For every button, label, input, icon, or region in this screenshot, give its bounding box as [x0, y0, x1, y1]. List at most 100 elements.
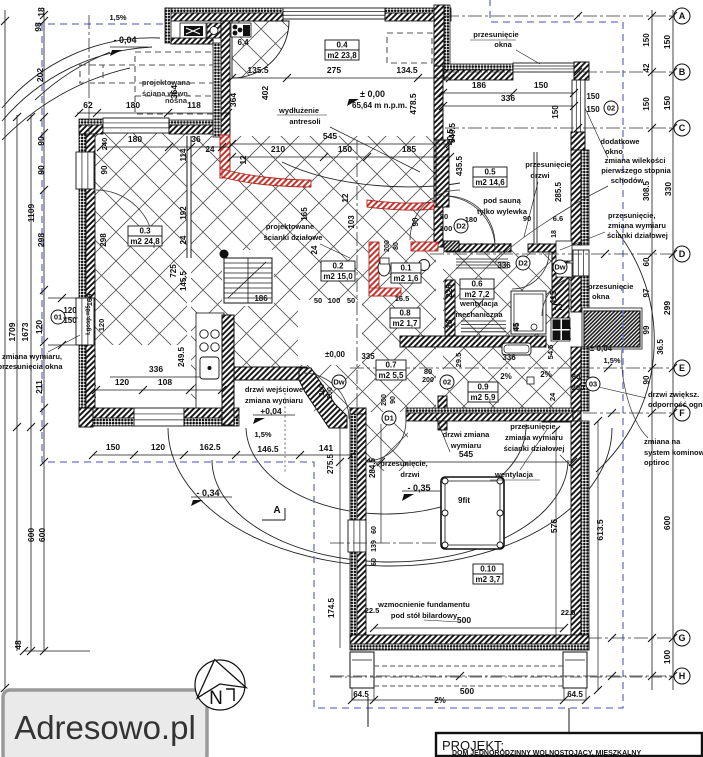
svg-text:przesunięcia okna: przesunięcia okna [0, 362, 63, 371]
svg-text:18: 18 [551, 230, 558, 238]
svg-text:przesunięcie: przesunięcie [588, 282, 633, 291]
svg-text:6.6: 6.6 [553, 214, 563, 223]
svg-text:150: 150 [551, 105, 560, 119]
svg-text:projektowane: projektowane [266, 222, 314, 231]
svg-text:180: 180 [128, 134, 142, 144]
svg-text:D2: D2 [518, 259, 528, 268]
svg-text:135.5: 135.5 [247, 65, 269, 75]
svg-text:zmiana na: zmiana na [644, 437, 681, 446]
svg-text:200: 200 [384, 240, 391, 252]
svg-text:wydłużenie: wydłużenie [278, 106, 319, 115]
svg-text:50: 50 [347, 296, 355, 305]
svg-text:576: 576 [549, 519, 559, 533]
svg-text:nośna: nośna [165, 96, 188, 105]
svg-text:24: 24 [179, 235, 188, 244]
svg-text:65,64 m n.p.m.: 65,64 m n.p.m. [352, 101, 407, 110]
svg-text:60: 60 [642, 257, 651, 266]
svg-text:Dw: Dw [333, 378, 344, 387]
svg-text:m2 3,7: m2 3,7 [476, 575, 501, 584]
svg-text:90: 90 [100, 165, 109, 174]
svg-text:zmiana wymiaru,: zmiana wymiaru, [2, 352, 62, 361]
svg-text:275: 275 [327, 65, 341, 75]
svg-text:336: 336 [497, 261, 511, 270]
svg-text:613.5: 613.5 [595, 519, 605, 541]
svg-text:150: 150 [586, 105, 600, 114]
svg-text:1109: 1109 [26, 204, 36, 223]
svg-text:0.5: 0.5 [484, 168, 496, 177]
svg-text:114: 114 [179, 148, 188, 161]
svg-text:364: 364 [169, 85, 179, 99]
svg-text:projektowana: projektowana [142, 78, 191, 87]
svg-text:40.5: 40.5 [445, 128, 455, 145]
svg-text:G: G [678, 633, 685, 643]
svg-text:200: 200 [440, 224, 453, 233]
svg-text:150: 150 [63, 316, 77, 325]
svg-text:m2 14,6: m2 14,6 [475, 178, 505, 187]
svg-text:90: 90 [523, 214, 531, 223]
svg-text:200: 200 [572, 383, 585, 392]
svg-text:2%: 2% [540, 370, 552, 379]
svg-text:m2 15,0: m2 15,0 [323, 272, 353, 281]
svg-text:24: 24 [310, 245, 319, 254]
svg-text:80: 80 [393, 242, 400, 250]
svg-text:64.5: 64.5 [567, 690, 583, 699]
svg-text:150: 150 [642, 33, 651, 47]
svg-text:150: 150 [106, 442, 120, 452]
svg-text:120: 120 [63, 306, 77, 315]
svg-text:02: 02 [443, 378, 451, 387]
svg-text:118: 118 [187, 100, 201, 110]
svg-text:okna: okna [592, 292, 610, 301]
svg-text:01: 01 [54, 313, 62, 322]
svg-text:145.5: 145.5 [179, 270, 188, 291]
svg-text:120: 120 [34, 320, 44, 334]
svg-text:18: 18 [36, 7, 46, 17]
svg-text:9fit: 9fit [458, 496, 470, 505]
svg-text:99: 99 [642, 325, 651, 334]
svg-text:drzwi: drzwi [400, 470, 419, 479]
svg-text:225: 225 [445, 284, 454, 298]
svg-text:przesunięcie,: przesunięcie, [380, 459, 428, 468]
svg-text:ł.gosp.=85: ł.gosp.=85 [86, 305, 92, 335]
svg-text:150: 150 [534, 80, 548, 90]
svg-text:±0,00: ±0,00 [325, 350, 346, 359]
svg-text:F: F [679, 408, 685, 418]
svg-text:80: 80 [424, 367, 432, 376]
svg-text:optiroc: optiroc [644, 458, 669, 467]
svg-text:100: 100 [328, 296, 341, 305]
svg-text:285.5: 285.5 [554, 181, 563, 202]
svg-text:przesunięcie,: przesunięcie, [525, 160, 573, 169]
svg-text:1673: 1673 [20, 322, 30, 341]
svg-text:A: A [679, 11, 686, 21]
svg-text:- 0,35: - 0,35 [407, 483, 430, 493]
svg-text:150: 150 [586, 92, 600, 101]
svg-text:600: 600 [37, 528, 47, 542]
svg-text:165: 165 [300, 207, 309, 221]
svg-text:± 0,04: ± 0,04 [590, 344, 613, 353]
svg-text:+0,04: +0,04 [260, 406, 282, 416]
svg-text:200: 200 [381, 394, 388, 406]
svg-text:okna: okna [494, 40, 512, 49]
svg-text:284.5: 284.5 [368, 457, 377, 478]
svg-text:169: 169 [85, 294, 94, 307]
svg-text:B: B [679, 67, 686, 77]
svg-text:tylko wylewka: tylko wylewka [477, 207, 528, 216]
svg-text:45: 45 [512, 322, 521, 331]
svg-text:0.6: 0.6 [471, 280, 483, 289]
svg-text:150: 150 [338, 144, 352, 154]
svg-text:- 0,04: - 0,04 [113, 35, 136, 45]
svg-text:150: 150 [662, 96, 672, 110]
svg-text:Adresowo.pl: Adresowo.pl [14, 709, 196, 746]
svg-text:DOM JEDNORODZINNY WOLNOSTOJĄCY: DOM JEDNORODZINNY WOLNOSTOJĄCY, MIESZKAL… [452, 750, 641, 757]
svg-text:16.5: 16.5 [395, 294, 410, 303]
svg-text:E: E [679, 363, 685, 373]
svg-text:97: 97 [642, 288, 651, 297]
svg-text:03: 03 [589, 380, 597, 389]
svg-text:211: 211 [34, 380, 44, 394]
svg-text:500: 500 [457, 615, 471, 625]
svg-text:90: 90 [411, 217, 420, 226]
svg-text:schodów: schodów [611, 176, 644, 185]
svg-text:2%: 2% [500, 372, 512, 381]
svg-text:0.7: 0.7 [385, 361, 397, 370]
svg-text:- 0,34: - 0,34 [196, 488, 219, 498]
svg-text:150: 150 [642, 97, 651, 111]
